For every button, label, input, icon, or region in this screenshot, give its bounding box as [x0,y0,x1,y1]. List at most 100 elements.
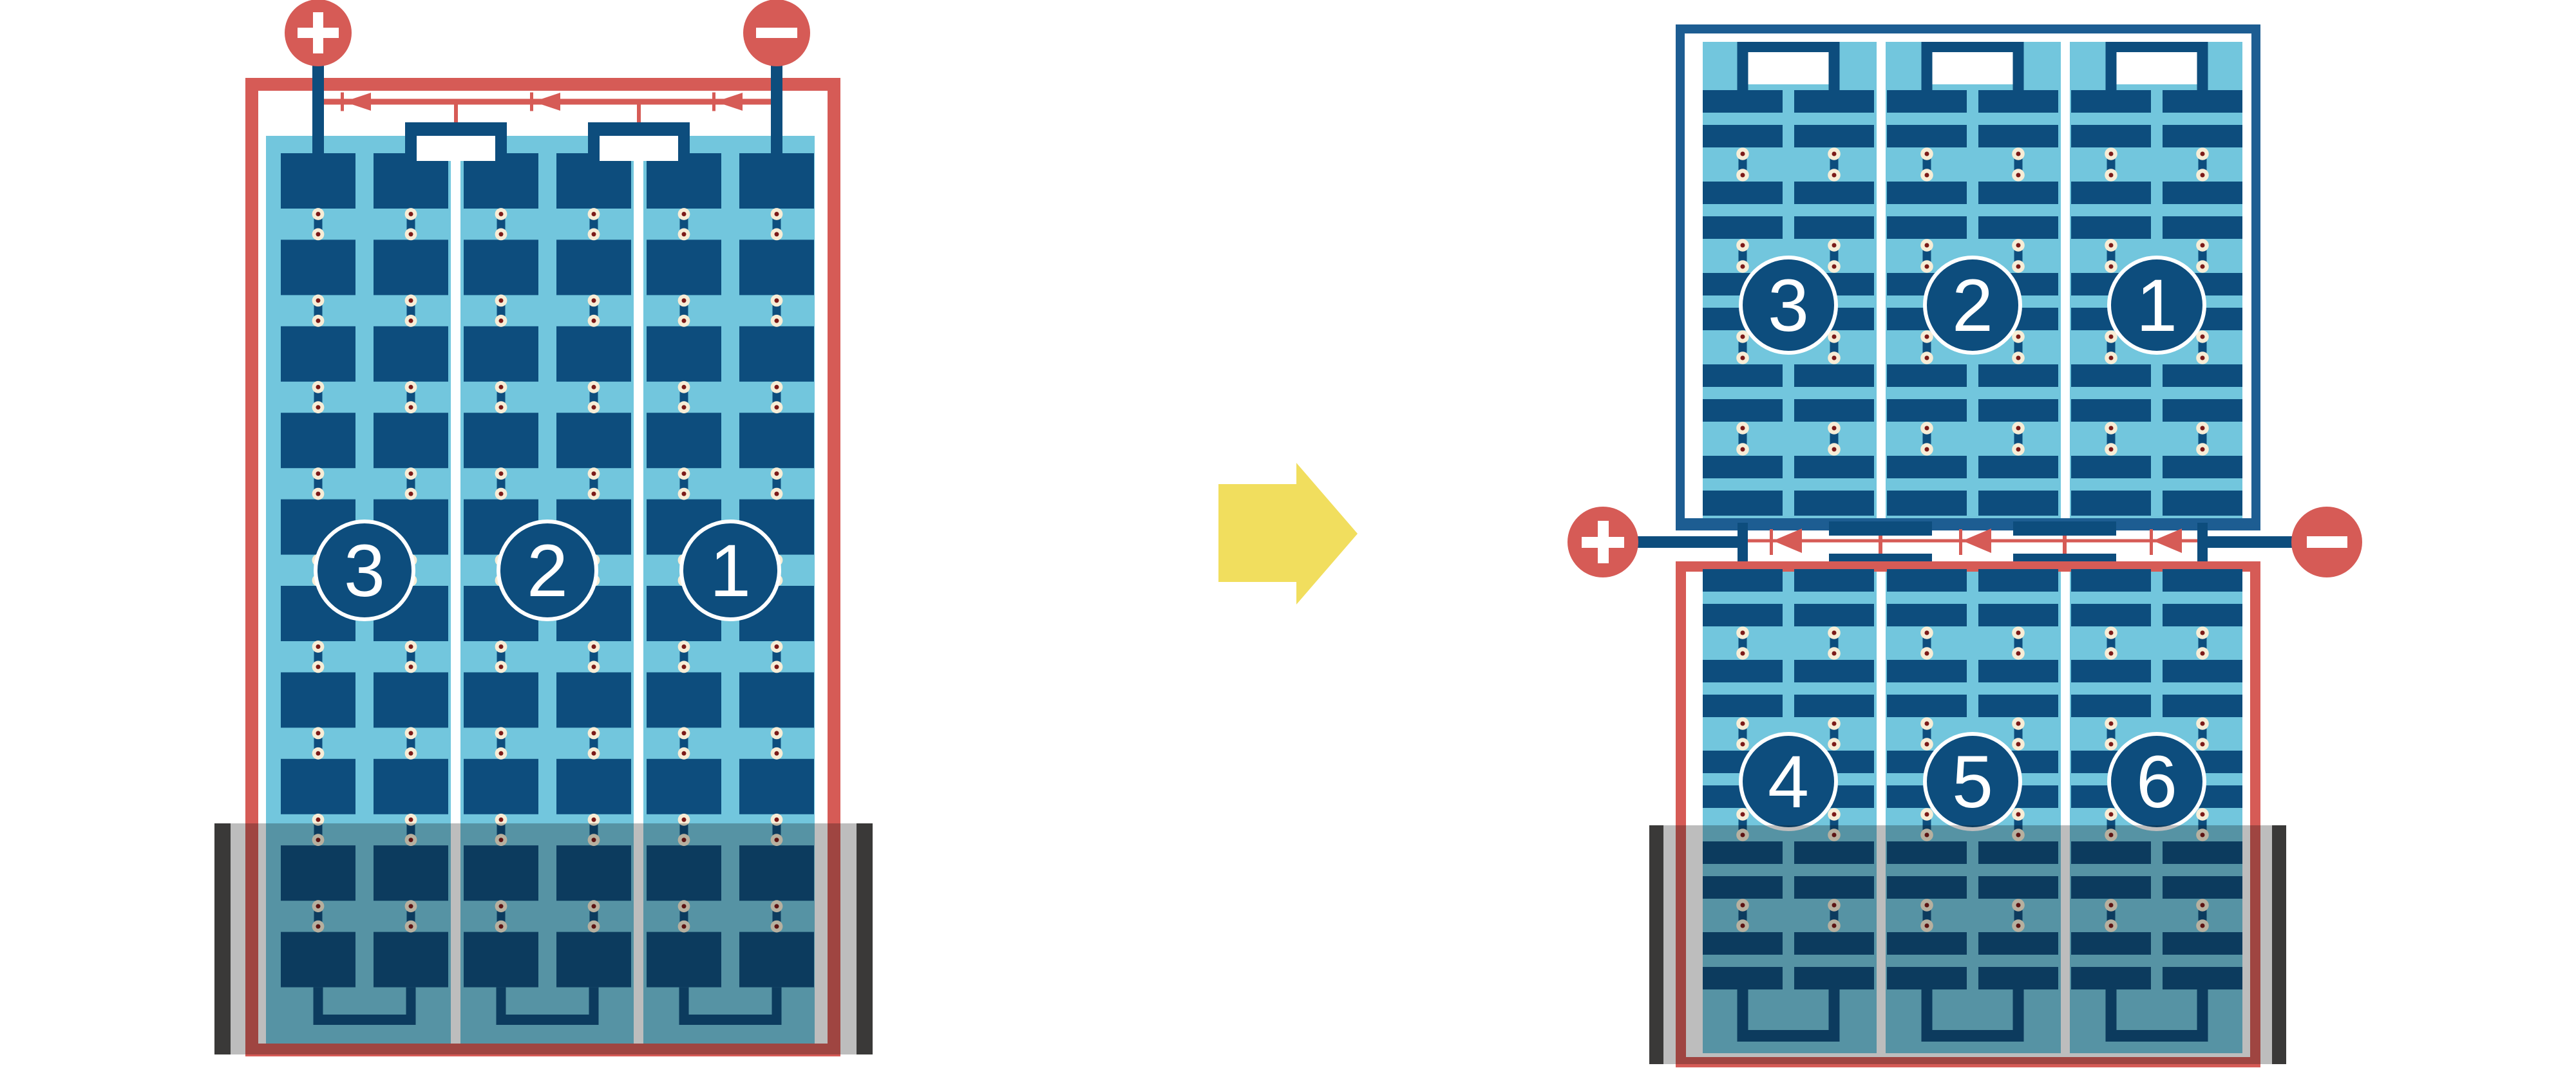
substring-badge-5: 5 [1923,732,2022,831]
solder-joint-core [498,817,504,822]
half-cell [2071,216,2151,239]
half-cell [1794,399,1874,422]
top-bridge-bar [1737,42,1840,52]
solder-joint-core [408,731,413,736]
half-cell [1794,660,1874,682]
solder-joint-core [1924,742,1929,747]
bottom-half-frame [1676,561,2260,1067]
solder-joint-core [774,904,779,909]
solder-joint-core [1832,812,1837,817]
half-cell [2163,660,2242,682]
solder-joint-core [591,924,596,929]
solder-joint-core [774,405,779,410]
solder-joint-core [1740,742,1745,747]
solar-cell [374,932,448,988]
solder-joint-core [1740,923,1745,928]
solder-joint-core [2108,923,2114,928]
solder-joint-core [1924,832,1929,838]
solder-joint-core [2016,742,2021,747]
solder-joint-core [2016,151,2021,156]
solder-joint-core [1832,923,1837,928]
half-cell [1703,399,1783,422]
solder-joint-core [408,838,413,843]
solder-joint-core [2016,334,2021,339]
solder-joint-core [774,838,779,843]
solder-joint-core [681,405,687,410]
solder-joint-core [2016,173,2021,178]
bypass-diode-bar [1770,529,1773,555]
solder-joint-core [316,491,321,496]
left-shade-overlay [214,823,873,1054]
solder-joint-core [774,664,779,670]
solder-joint-core [1924,630,1929,635]
half-cell [2163,125,2242,147]
solder-joint-core [408,298,413,303]
half-cell [1887,456,1967,478]
transition-arrow [1218,463,1358,604]
solar-cell [556,413,631,469]
bottom-u-leg [1921,989,1933,1042]
solar-cell [556,758,631,814]
solder-joint-core [316,731,321,736]
bypass-diode-triangle [1773,529,1802,553]
solar-cell [374,326,448,382]
solder-joint-core [591,232,596,237]
top-half-substring-labels: 3 2 1 [1739,256,2206,355]
solder-joint-core [408,664,413,670]
solder-joint-core [2200,151,2205,156]
left-module-frame [245,78,840,1056]
half-cell [1887,932,1967,955]
half-cell [1794,216,1874,239]
solder-joint-core [408,471,413,476]
solar-cell [281,932,355,988]
half-cell [1703,604,1783,626]
half-cell [1887,216,1967,239]
solar-cell [647,239,721,295]
half-cell [1887,182,1967,204]
bottom-half-substring-labels: 4 5 6 [1739,732,2206,831]
half-cell [1794,364,1874,387]
half-cell [2163,216,2242,239]
half-cell [1794,604,1874,626]
solder-joint-core [591,664,596,670]
substring-label-2: 2 [527,530,568,612]
plus-icon [1598,521,1609,563]
bypass-diode-triangle [344,93,371,111]
solder-joint-core [774,644,779,649]
half-cell [1887,125,1967,147]
solder-joint-core [774,924,779,929]
solder-joint-core [681,318,687,323]
solder-joint-core [408,318,413,323]
solar-cell [647,845,721,901]
substring-badge-1: 1 [679,520,781,621]
solar-cell [556,672,631,728]
minus-icon [756,28,797,38]
solder-joint-core [681,384,687,389]
solar-cell [647,758,721,814]
solar-cell [374,672,448,728]
bypass-diode-triangle [1962,529,1991,553]
half-cell [1978,660,2058,682]
half-cell [1794,967,1874,989]
solder-joint-core [1740,903,1745,908]
solder-joint-core [2200,742,2205,747]
bypass-diode-bar [530,92,533,111]
top-bridge-leg [2105,52,2117,90]
shade-shadow [214,823,873,1054]
solder-joint-core [1832,426,1837,431]
half-cell [2071,182,2151,204]
solar-cell [464,239,538,295]
solar-cell [464,413,538,469]
bottom-u-bar [679,1015,782,1025]
solder-joint-core [1832,651,1837,656]
half-cell [1703,364,1783,387]
substring-label-1: 1 [2136,265,2177,347]
solder-joint-core [774,817,779,822]
solder-joint-core [1740,355,1745,361]
solder-joint-core [498,298,504,303]
solder-joint-core [591,212,596,216]
solder-joint-core [408,491,413,496]
half-cell [1978,182,2058,204]
solder-joint-core [774,751,779,756]
